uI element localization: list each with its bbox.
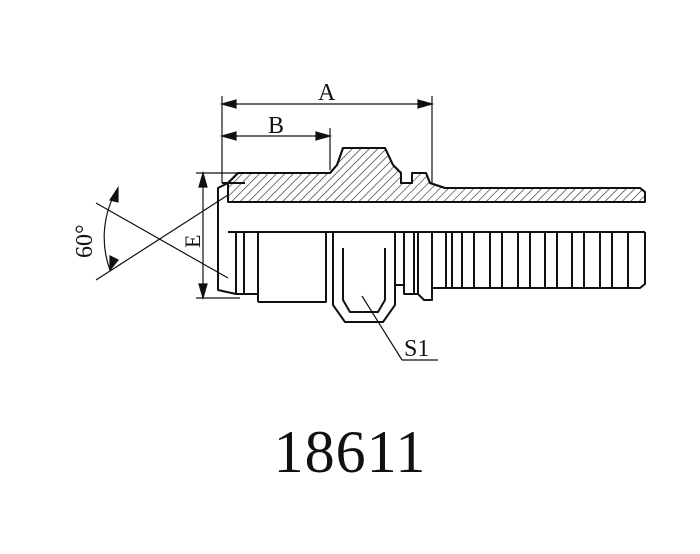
angle-line-upper [95,202,229,279]
hex-size-label: S1 [404,336,429,362]
dim-b-label: B [268,113,284,139]
angle-label: 60° [72,224,98,258]
groove-2 [403,232,415,295]
section-hatch [227,147,646,203]
upper-outline [227,147,646,202]
dim-a-arrow-left [219,99,237,109]
s1-leader [361,295,403,361]
dim-b-arrow-right [315,131,333,141]
angle-arrow-bottom [109,255,119,272]
dim-e-arrow-top [198,170,208,188]
angle-line-lower [95,194,229,281]
dim-e-arrow-bottom [198,283,208,301]
collar-lower [417,232,433,301]
lower-thread [235,232,259,295]
dim-a-label: A [318,80,336,106]
dim-e-label: E [180,235,205,248]
groove-1 [394,232,405,286]
serrations [451,232,629,288]
hex-nut [332,232,396,323]
part-number: 18611 [273,419,427,485]
nose-cone [217,182,237,295]
angle-arrow-top [109,186,119,203]
dim-a-arrow-right [417,99,435,109]
hose-tail-outline [431,232,646,289]
hex-nut-flat [342,248,386,313]
lower-collar [258,232,327,303]
dim-b-arrow-left [219,131,237,141]
